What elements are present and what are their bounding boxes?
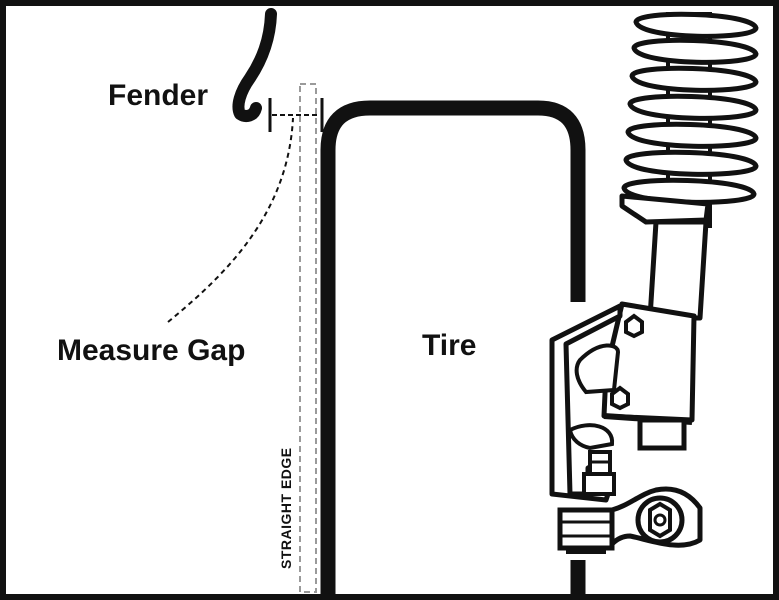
bolt-icon (610, 385, 630, 411)
strut-lower-tube (637, 417, 687, 451)
coil-spring (621, 11, 759, 228)
strut-body (647, 219, 709, 321)
fender-lip (232, 8, 277, 122)
nut-icon (635, 495, 685, 545)
ball-joint (582, 450, 616, 496)
bolt-icon (624, 313, 644, 339)
tire-label: Tire (422, 329, 476, 362)
measure-gap-label: Measure Gap (57, 334, 245, 367)
gap-measurement-marker (268, 98, 324, 132)
ball-joint-housing (557, 507, 615, 554)
tire-outline (320, 100, 586, 596)
knuckle-lower-arm (567, 423, 615, 451)
straight-edge (299, 83, 317, 593)
measure-gap-leader-line (167, 117, 294, 323)
straight-edge-label: STRAIGHT EDGE (278, 447, 294, 569)
fender-label: Fender (108, 79, 208, 112)
